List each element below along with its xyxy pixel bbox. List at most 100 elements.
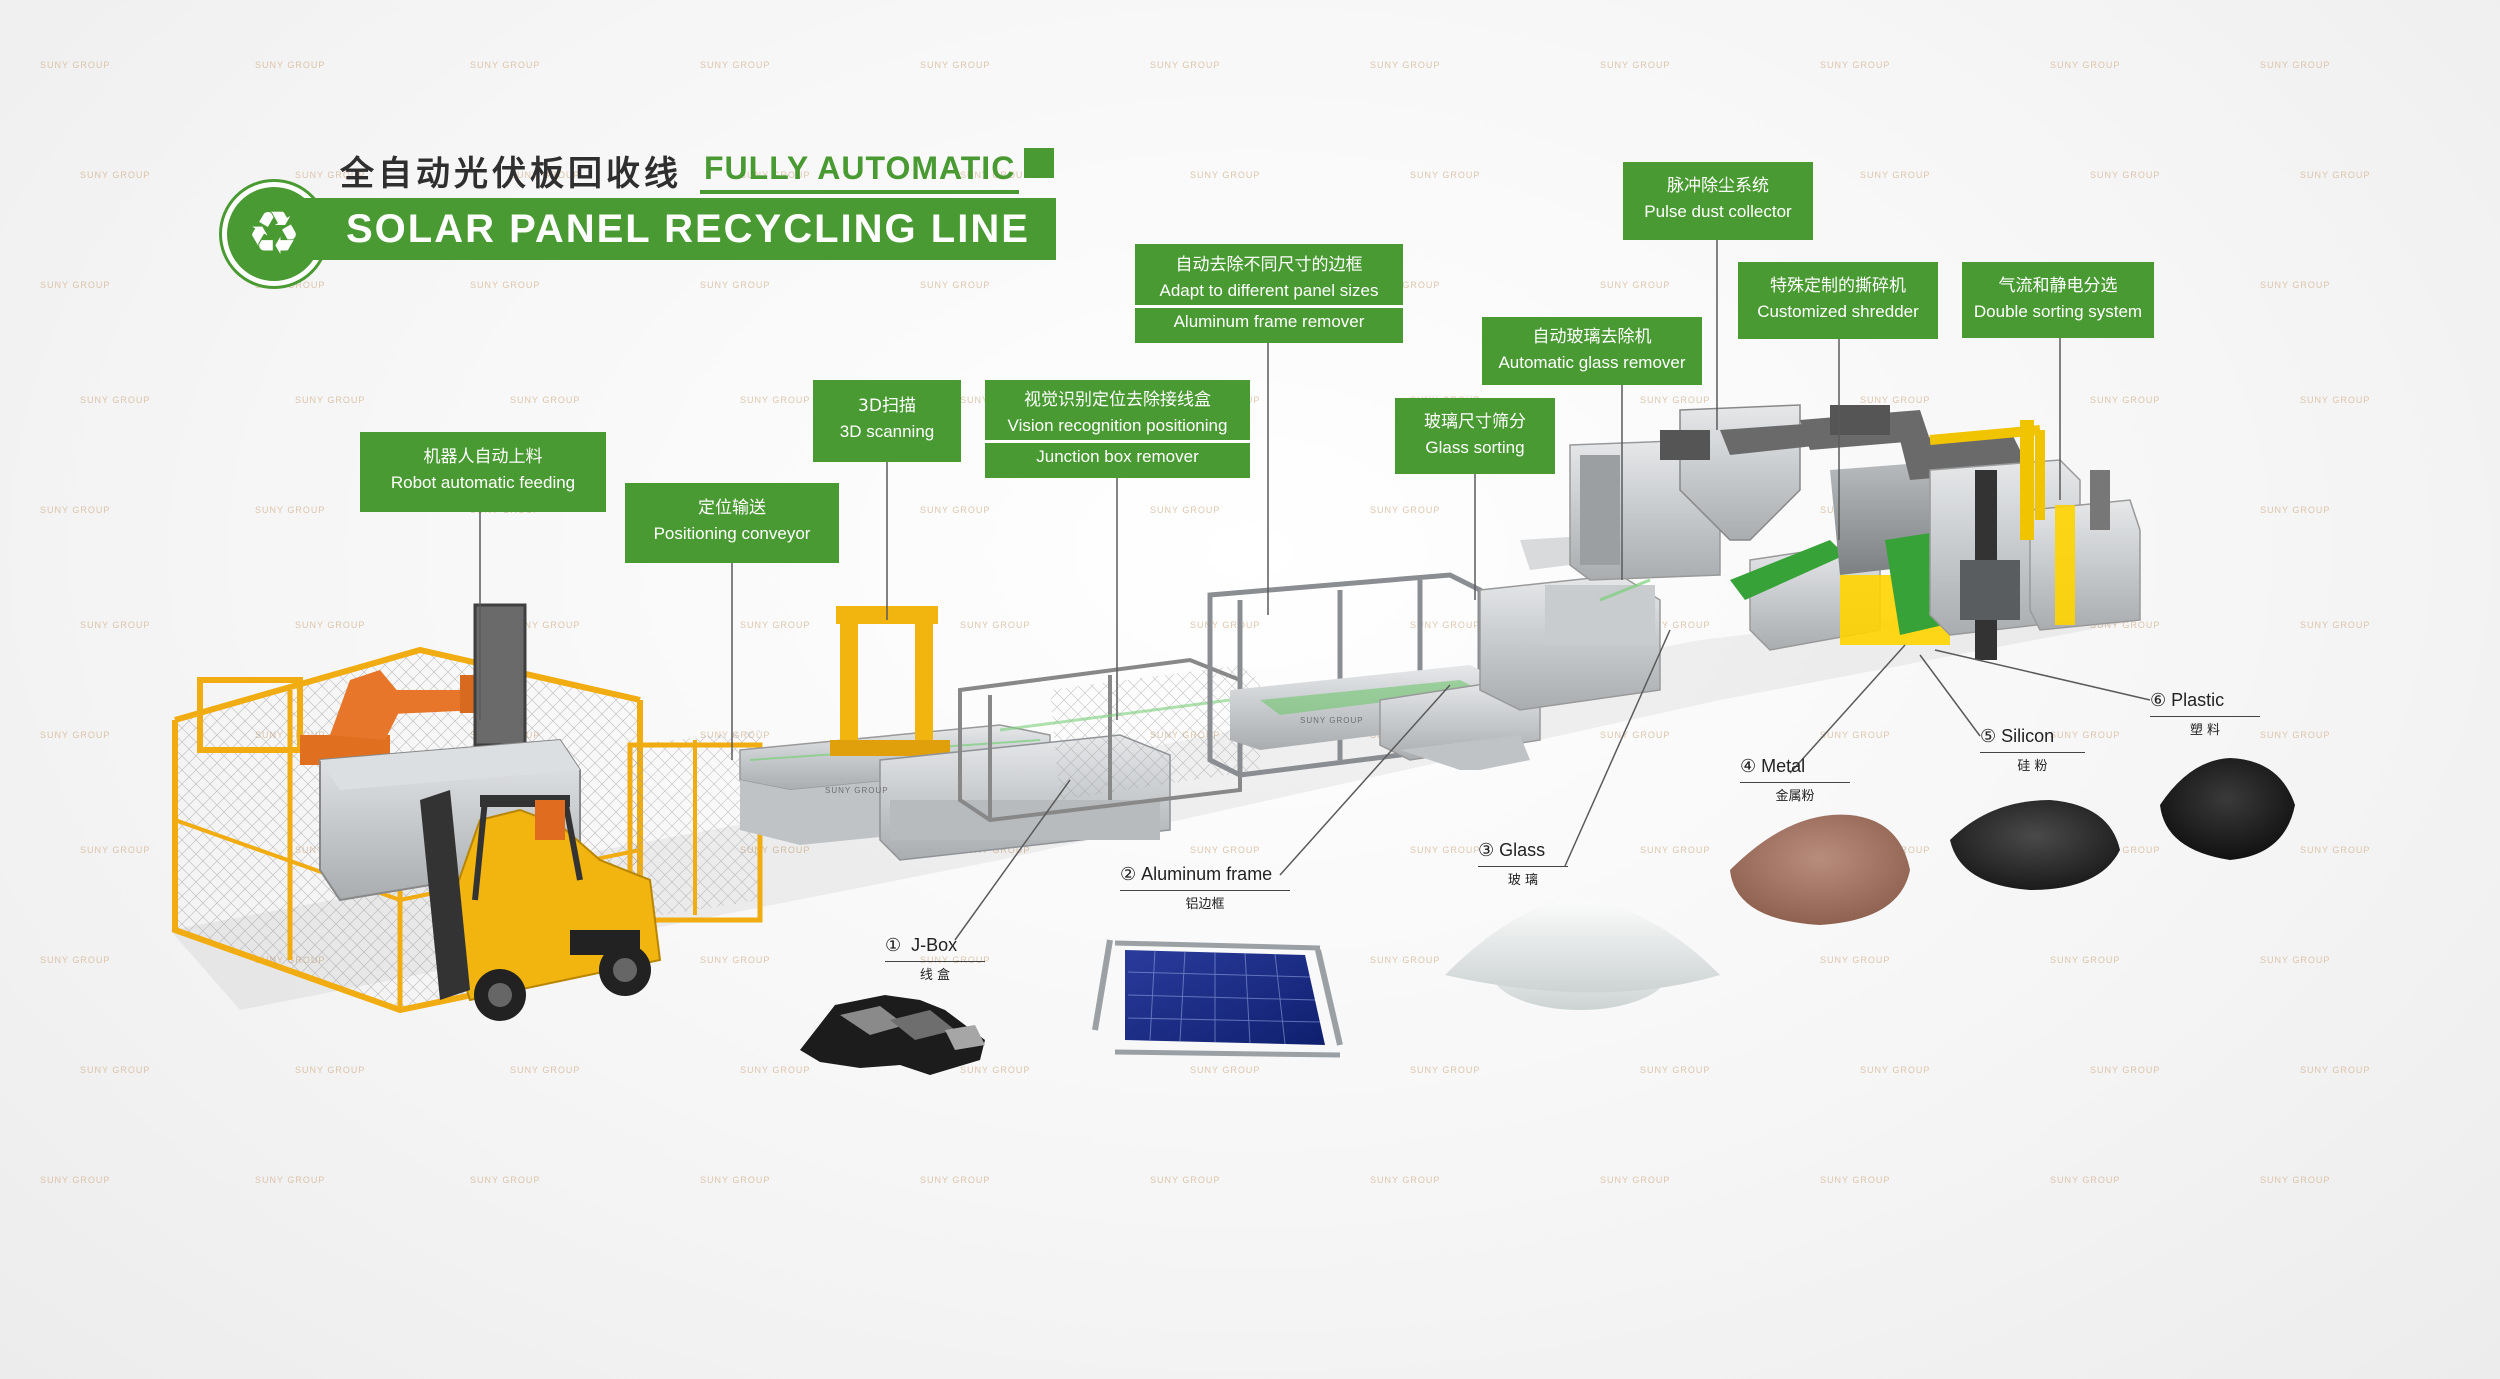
metal-pile xyxy=(1730,814,1910,925)
label-junction-box-remover-en: Vision recognition positioning xyxy=(1007,416,1228,435)
watermark-text: SUNY GROUP xyxy=(2300,845,2371,855)
watermark-text: SUNY GROUP xyxy=(2090,845,2161,855)
watermark-text: SUNY GROUP xyxy=(255,280,326,290)
watermark-text: SUNY GROUP xyxy=(920,505,991,515)
watermark-text: SUNY GROUP xyxy=(510,395,581,405)
watermark-text: SUNY GROUP xyxy=(2300,620,2371,630)
watermark-text: SUNY GROUP xyxy=(1820,1175,1891,1185)
product-plastic-cn: 塑 料 xyxy=(2189,723,2221,738)
3d-scanner-arch xyxy=(830,606,950,756)
watermark-text: SUNY GROUP xyxy=(295,1065,366,1075)
watermark-text: SUNY GROUP xyxy=(1860,170,1931,180)
plastic-pile xyxy=(2160,758,2295,860)
watermark-text: SUNY GROUP xyxy=(2050,60,2121,70)
title-bar xyxy=(296,198,1056,260)
watermark-text: SUNY GROUP xyxy=(510,170,581,180)
watermark-text: SUNY GROUP xyxy=(1370,280,1441,290)
watermark-text: SUNY GROUP xyxy=(1190,845,1261,855)
label-shredder: 特殊定制的撕碎机 Customized shredder xyxy=(1738,262,1938,339)
product-jbox: ① J-Box 线 盒 xyxy=(885,935,995,983)
label-pulse-dust-collector-cn: 脉冲除尘系统 xyxy=(1667,176,1769,196)
label-positioning-conveyor-cn: 定位输送 xyxy=(698,498,766,518)
watermark-text: SUNY GROUP xyxy=(920,60,991,70)
product-glass: ③ Glass 玻 璃 xyxy=(1478,840,1568,888)
watermark-text: SUNY GROUP xyxy=(2050,1175,2121,1185)
watermark-text: SUNY GROUP xyxy=(960,170,1031,180)
label-glass-remover-cn: 自动玻璃去除机 xyxy=(1532,327,1652,347)
label-aluminum-frame-remover-en: Adapt to different panel sizes xyxy=(1159,281,1379,300)
watermark-text: SUNY GROUP xyxy=(470,1175,541,1185)
product-metal: ④ Metal 金属粉 xyxy=(1740,756,1850,804)
product-aluminum-frame-num: ② xyxy=(1120,864,1137,884)
label-junction-box-remover: 视觉识别定位去除接线盒 Vision recognition positioni… xyxy=(985,380,1250,478)
label-glass-remover-en: Automatic glass remover xyxy=(1498,353,1686,372)
watermark-text: SUNY GROUP xyxy=(920,955,991,965)
product-metal-num: ④ xyxy=(1740,756,1757,776)
label-double-sorting-en: Double sorting system xyxy=(1973,302,2143,321)
product-jbox-rule xyxy=(885,961,985,962)
label-junction-box-remover-cn: 视觉识别定位去除接线盒 xyxy=(1024,390,1211,410)
label-double-sorting: 气流和静电分选 Double sorting system xyxy=(1962,262,2154,338)
label-junction-box-remover-en2: Junction box remover xyxy=(1036,447,1199,466)
product-plastic-rule xyxy=(2150,716,2260,717)
product-aluminum-frame-cn: 铝边框 xyxy=(1185,897,1225,912)
watermark-text: SUNY GROUP xyxy=(740,395,811,405)
watermark-text: SUNY GROUP xyxy=(2260,60,2331,70)
shredder xyxy=(1730,430,2030,651)
watermark-text: SUNY GROUP xyxy=(40,505,111,515)
recycle-icon: ♻ xyxy=(247,199,301,269)
watermark-text: SUNY GROUP xyxy=(470,60,541,70)
product-glass-rule xyxy=(1478,866,1568,867)
watermark-text: SUNY GROUP xyxy=(1410,1065,1481,1075)
title-accent-square xyxy=(1024,148,1054,178)
watermark-text: SUNY GROUP xyxy=(740,620,811,630)
watermark-text: SUNY GROUP xyxy=(960,1065,1031,1075)
product-silicon-label: ⑤ Silicon xyxy=(1980,726,2054,746)
label-separator xyxy=(1135,305,1403,308)
watermark-text: SUNY GROUP xyxy=(1640,620,1711,630)
product-plastic-label: ⑥ Plastic xyxy=(2150,690,2224,710)
watermark-text: SUNY GROUP xyxy=(1410,620,1481,630)
watermark-text: SUNY GROUP xyxy=(40,730,111,740)
watermark-text: SUNY GROUP xyxy=(740,170,811,180)
product-silicon: ⑤ Silicon 硅 粉 xyxy=(1980,726,2085,774)
watermark-text: SUNY GROUP xyxy=(740,1065,811,1075)
watermark-text: SUNY GROUP xyxy=(1600,1175,1671,1185)
product-jbox-en: J-Box xyxy=(911,935,958,955)
product-plastic: ⑥ Plastic 塑 料 xyxy=(2150,690,2260,738)
watermark-text: SUNY GROUP xyxy=(2260,730,2331,740)
product-silicon-cn: 硅 粉 xyxy=(2017,759,2048,774)
watermark-text: SUNY GROUP xyxy=(40,1175,111,1185)
product-aluminum-frame: ② Aluminum frame 铝边框 xyxy=(1120,864,1290,912)
watermark-text: SUNY GROUP xyxy=(1640,395,1711,405)
label-glass-sorting: 玻璃尺寸筛分 Glass sorting xyxy=(1395,398,1555,474)
label-positioning-conveyor-en: Positioning conveyor xyxy=(653,524,811,543)
watermark-text: SUNY GROUP xyxy=(1370,60,1441,70)
watermark-text: SUNY GROUP xyxy=(700,60,771,70)
watermark-text: SUNY GROUP xyxy=(1820,955,1891,965)
watermark-text: SUNY GROUP xyxy=(255,505,326,515)
glass-remover xyxy=(1479,535,1661,711)
label-robot-feeding: 机器人自动上料 Robot automatic feeding xyxy=(360,432,606,512)
label-3d-scanning-en: 3D scanning xyxy=(839,422,935,441)
aluminum-frame-panel xyxy=(1092,939,1343,1058)
title-fully-automatic-text: FULLY AUTOMATIC xyxy=(704,149,1016,186)
watermark-text: SUNY GROUP xyxy=(1600,60,1671,70)
title-cn: 全自动光伏板回收线 xyxy=(340,153,682,194)
jbox-pile xyxy=(800,995,985,1075)
watermark-text: SUNY GROUP xyxy=(1190,170,1261,180)
watermark-text: SUNY GROUP xyxy=(1370,505,1441,515)
watermark-text: SUNY GROUP xyxy=(1150,60,1221,70)
label-separator xyxy=(985,440,1250,443)
watermark-text: SUNY GROUP xyxy=(2260,505,2331,515)
product-aluminum-frame-en: Aluminum frame xyxy=(1141,864,1273,884)
watermark-text: SUNY GROUP xyxy=(700,280,771,290)
label-pulse-dust-collector: 脉冲除尘系统 Pulse dust collector xyxy=(1623,162,1813,240)
watermark-text: SUNY GROUP xyxy=(295,395,366,405)
watermark-text: SUNY GROUP xyxy=(40,955,111,965)
watermark-text: SUNY GROUP xyxy=(920,280,991,290)
watermark-text: SUNY GROUP xyxy=(920,1175,991,1185)
product-silicon-num: ⑤ xyxy=(1980,726,1997,746)
watermark-text: SUNY GROUP xyxy=(1150,1175,1221,1185)
